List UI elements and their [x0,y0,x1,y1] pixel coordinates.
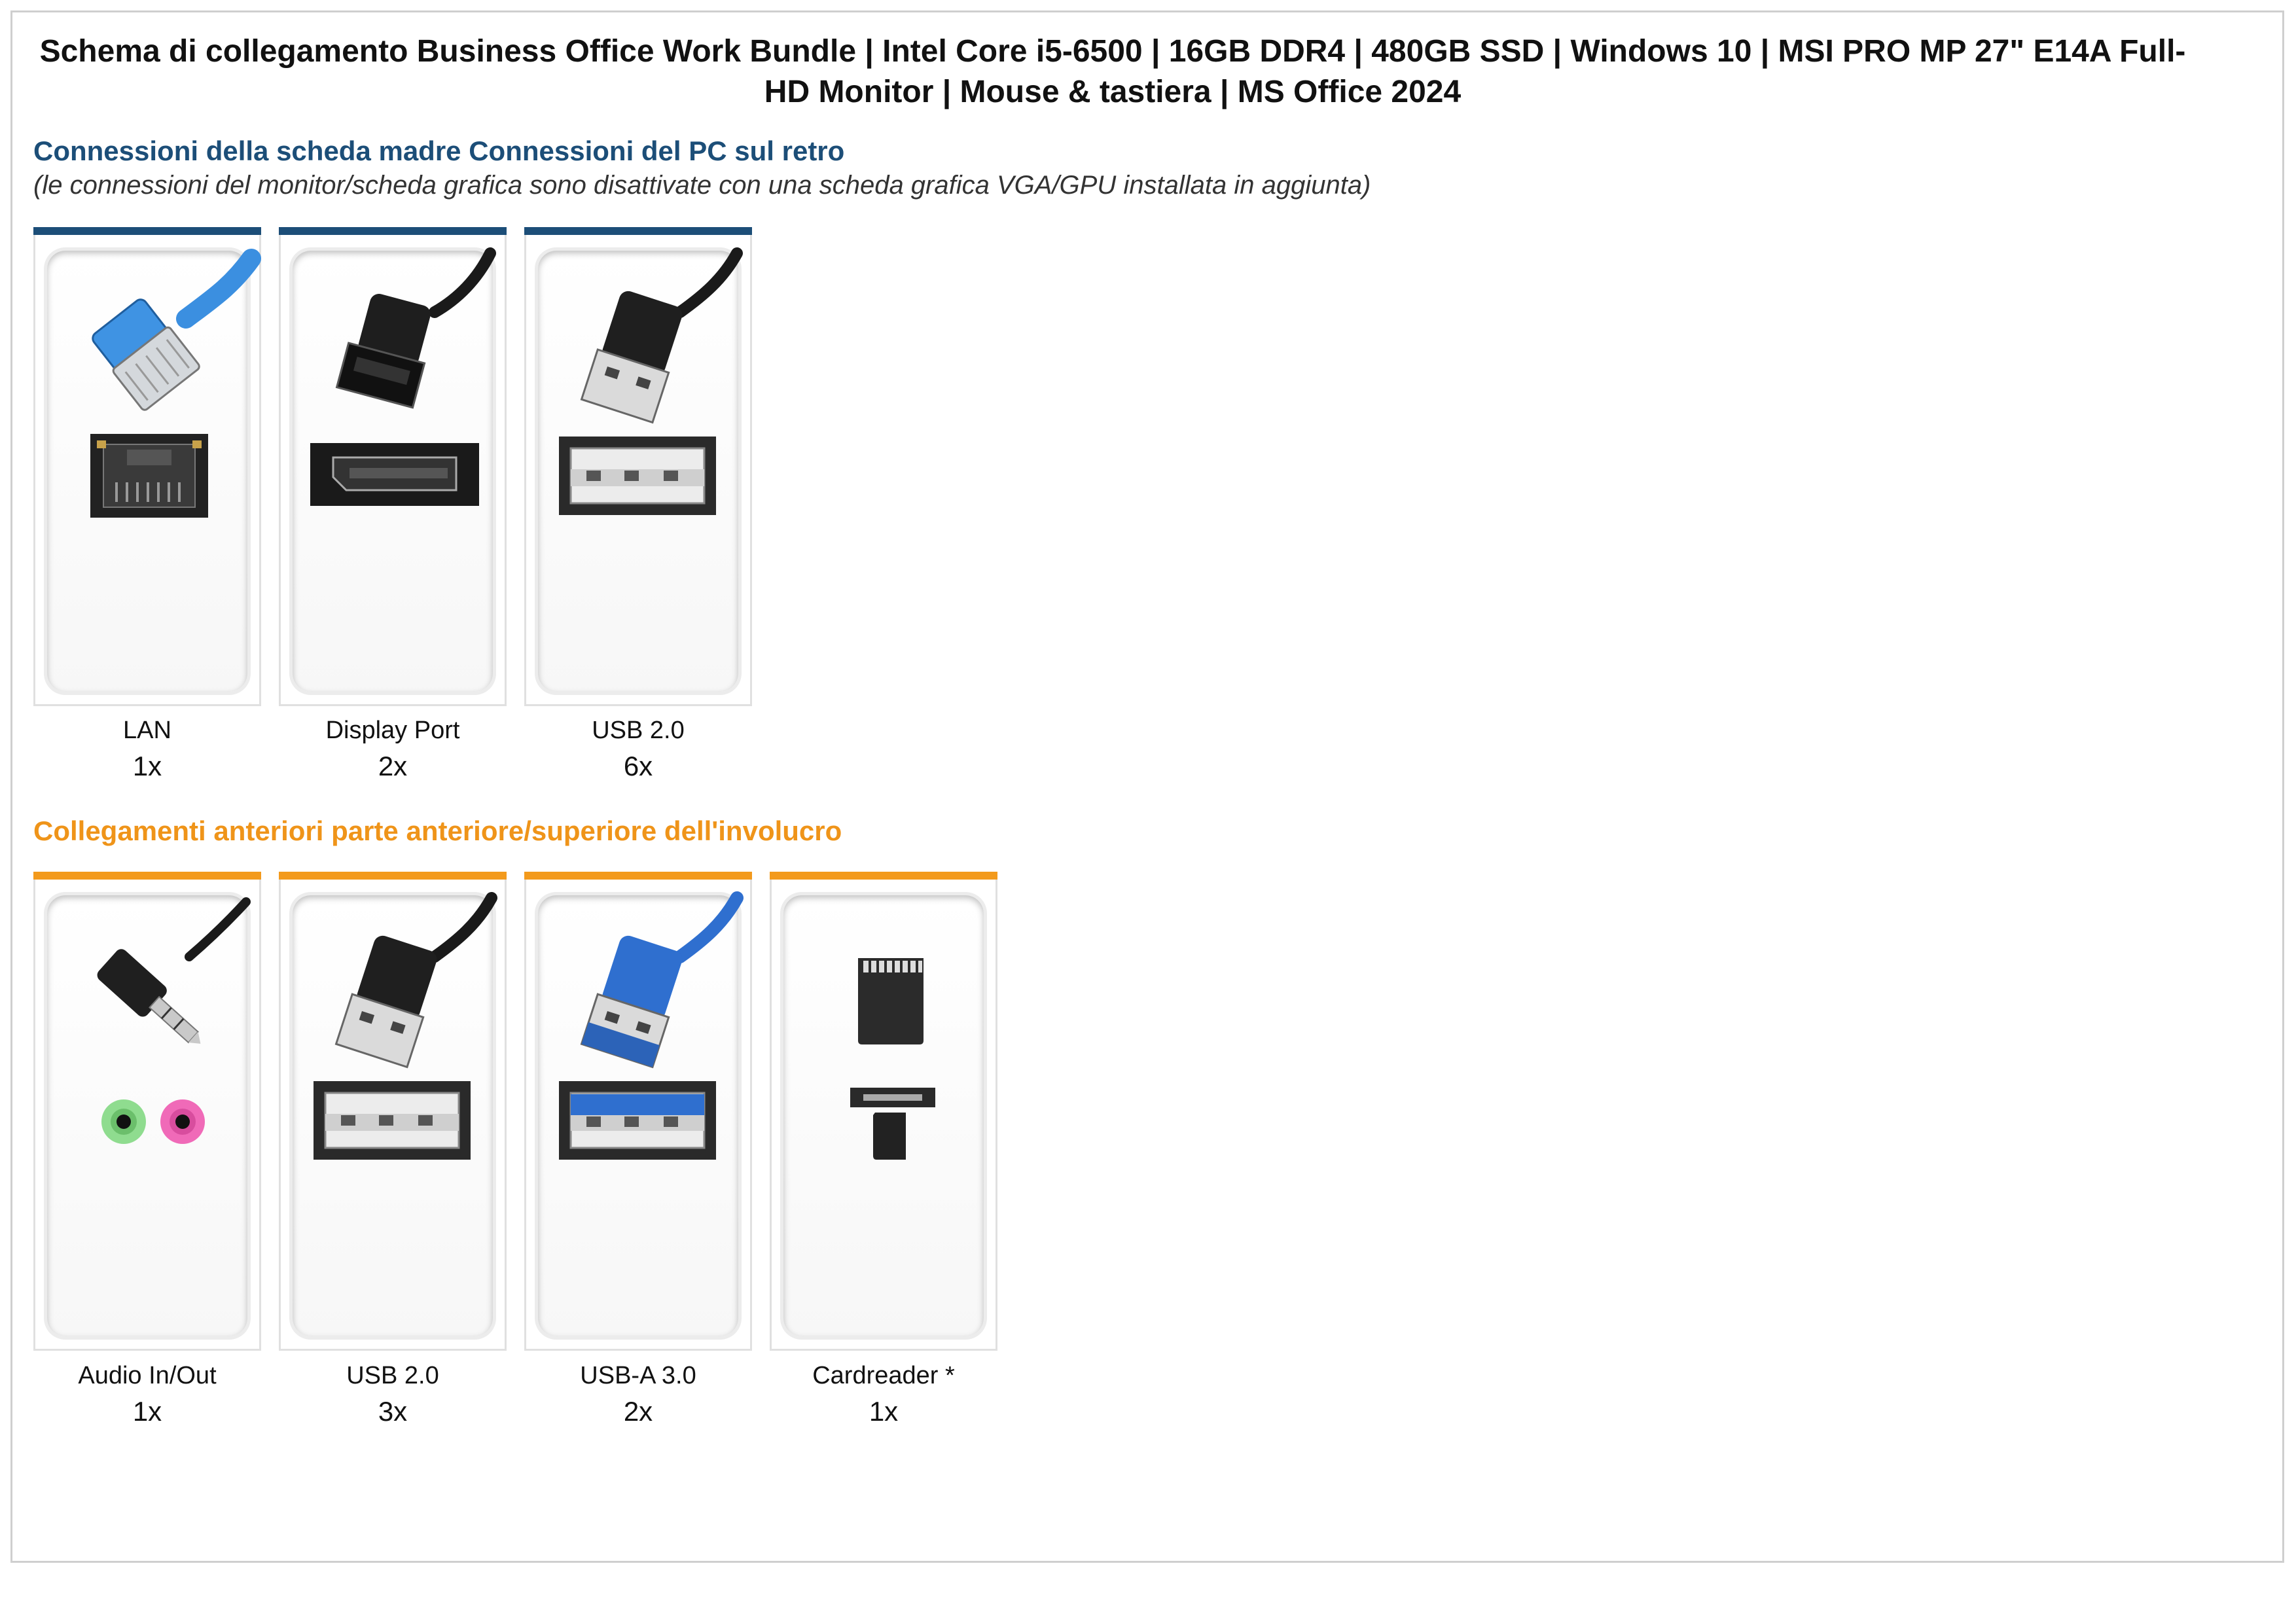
card-accent-bar [33,227,261,235]
usb-2-icon [314,892,497,1160]
connector-label: LAN [123,717,171,744]
sd-card-icon [850,958,935,1160]
connector-label: USB-A 3.0 [580,1362,696,1389]
connector-card-usb3 [524,872,752,1351]
usb-3-icon [559,891,744,1160]
card-panel [47,895,247,1336]
lan-port-icon [90,249,261,518]
card-accent-bar [770,872,997,880]
displayport-icon [310,247,496,506]
card-accent-bar [279,872,507,880]
connector-label: Cardreader * [812,1362,955,1389]
connector-label: Display Port [325,717,460,744]
connector-card-usb2-front [279,872,507,1351]
card-accent-bar [279,227,507,235]
connector-count: 1x [132,1396,162,1427]
card-accent-bar [33,872,261,880]
connector-card-usb2-rear [524,227,752,706]
audio-jack-icon [97,897,251,1144]
connector-card-displayport [279,227,507,706]
connector-count: 1x [869,1396,899,1427]
connector-count: 3x [378,1396,408,1427]
connector-count: 1x [132,751,162,781]
connector-label: USB 2.0 [592,717,685,744]
connector-card-cardreader [770,872,997,1351]
connector-label: USB 2.0 [346,1362,439,1389]
connector-count: 6x [623,751,653,781]
rear-section-heading: Connessioni della scheda madre Connessio… [33,135,845,166]
page-title: Schema di collegamento Business Office W… [39,34,2186,109]
connector-card-audio [33,872,261,1351]
card-accent-bar [524,227,752,235]
card-accent-bar [524,872,752,880]
connector-label: Audio In/Out [78,1362,217,1389]
page-frame [10,10,2284,1563]
rear-section-note: (le connessioni del monitor/scheda grafi… [33,171,1371,200]
connector-count: 2x [623,1396,653,1427]
connector-card-lan [33,227,261,706]
connector-count: 2x [378,751,408,781]
usb-2-icon [559,247,743,515]
front-section-heading: Collegamenti anteriori parte anteriore/s… [33,815,842,846]
